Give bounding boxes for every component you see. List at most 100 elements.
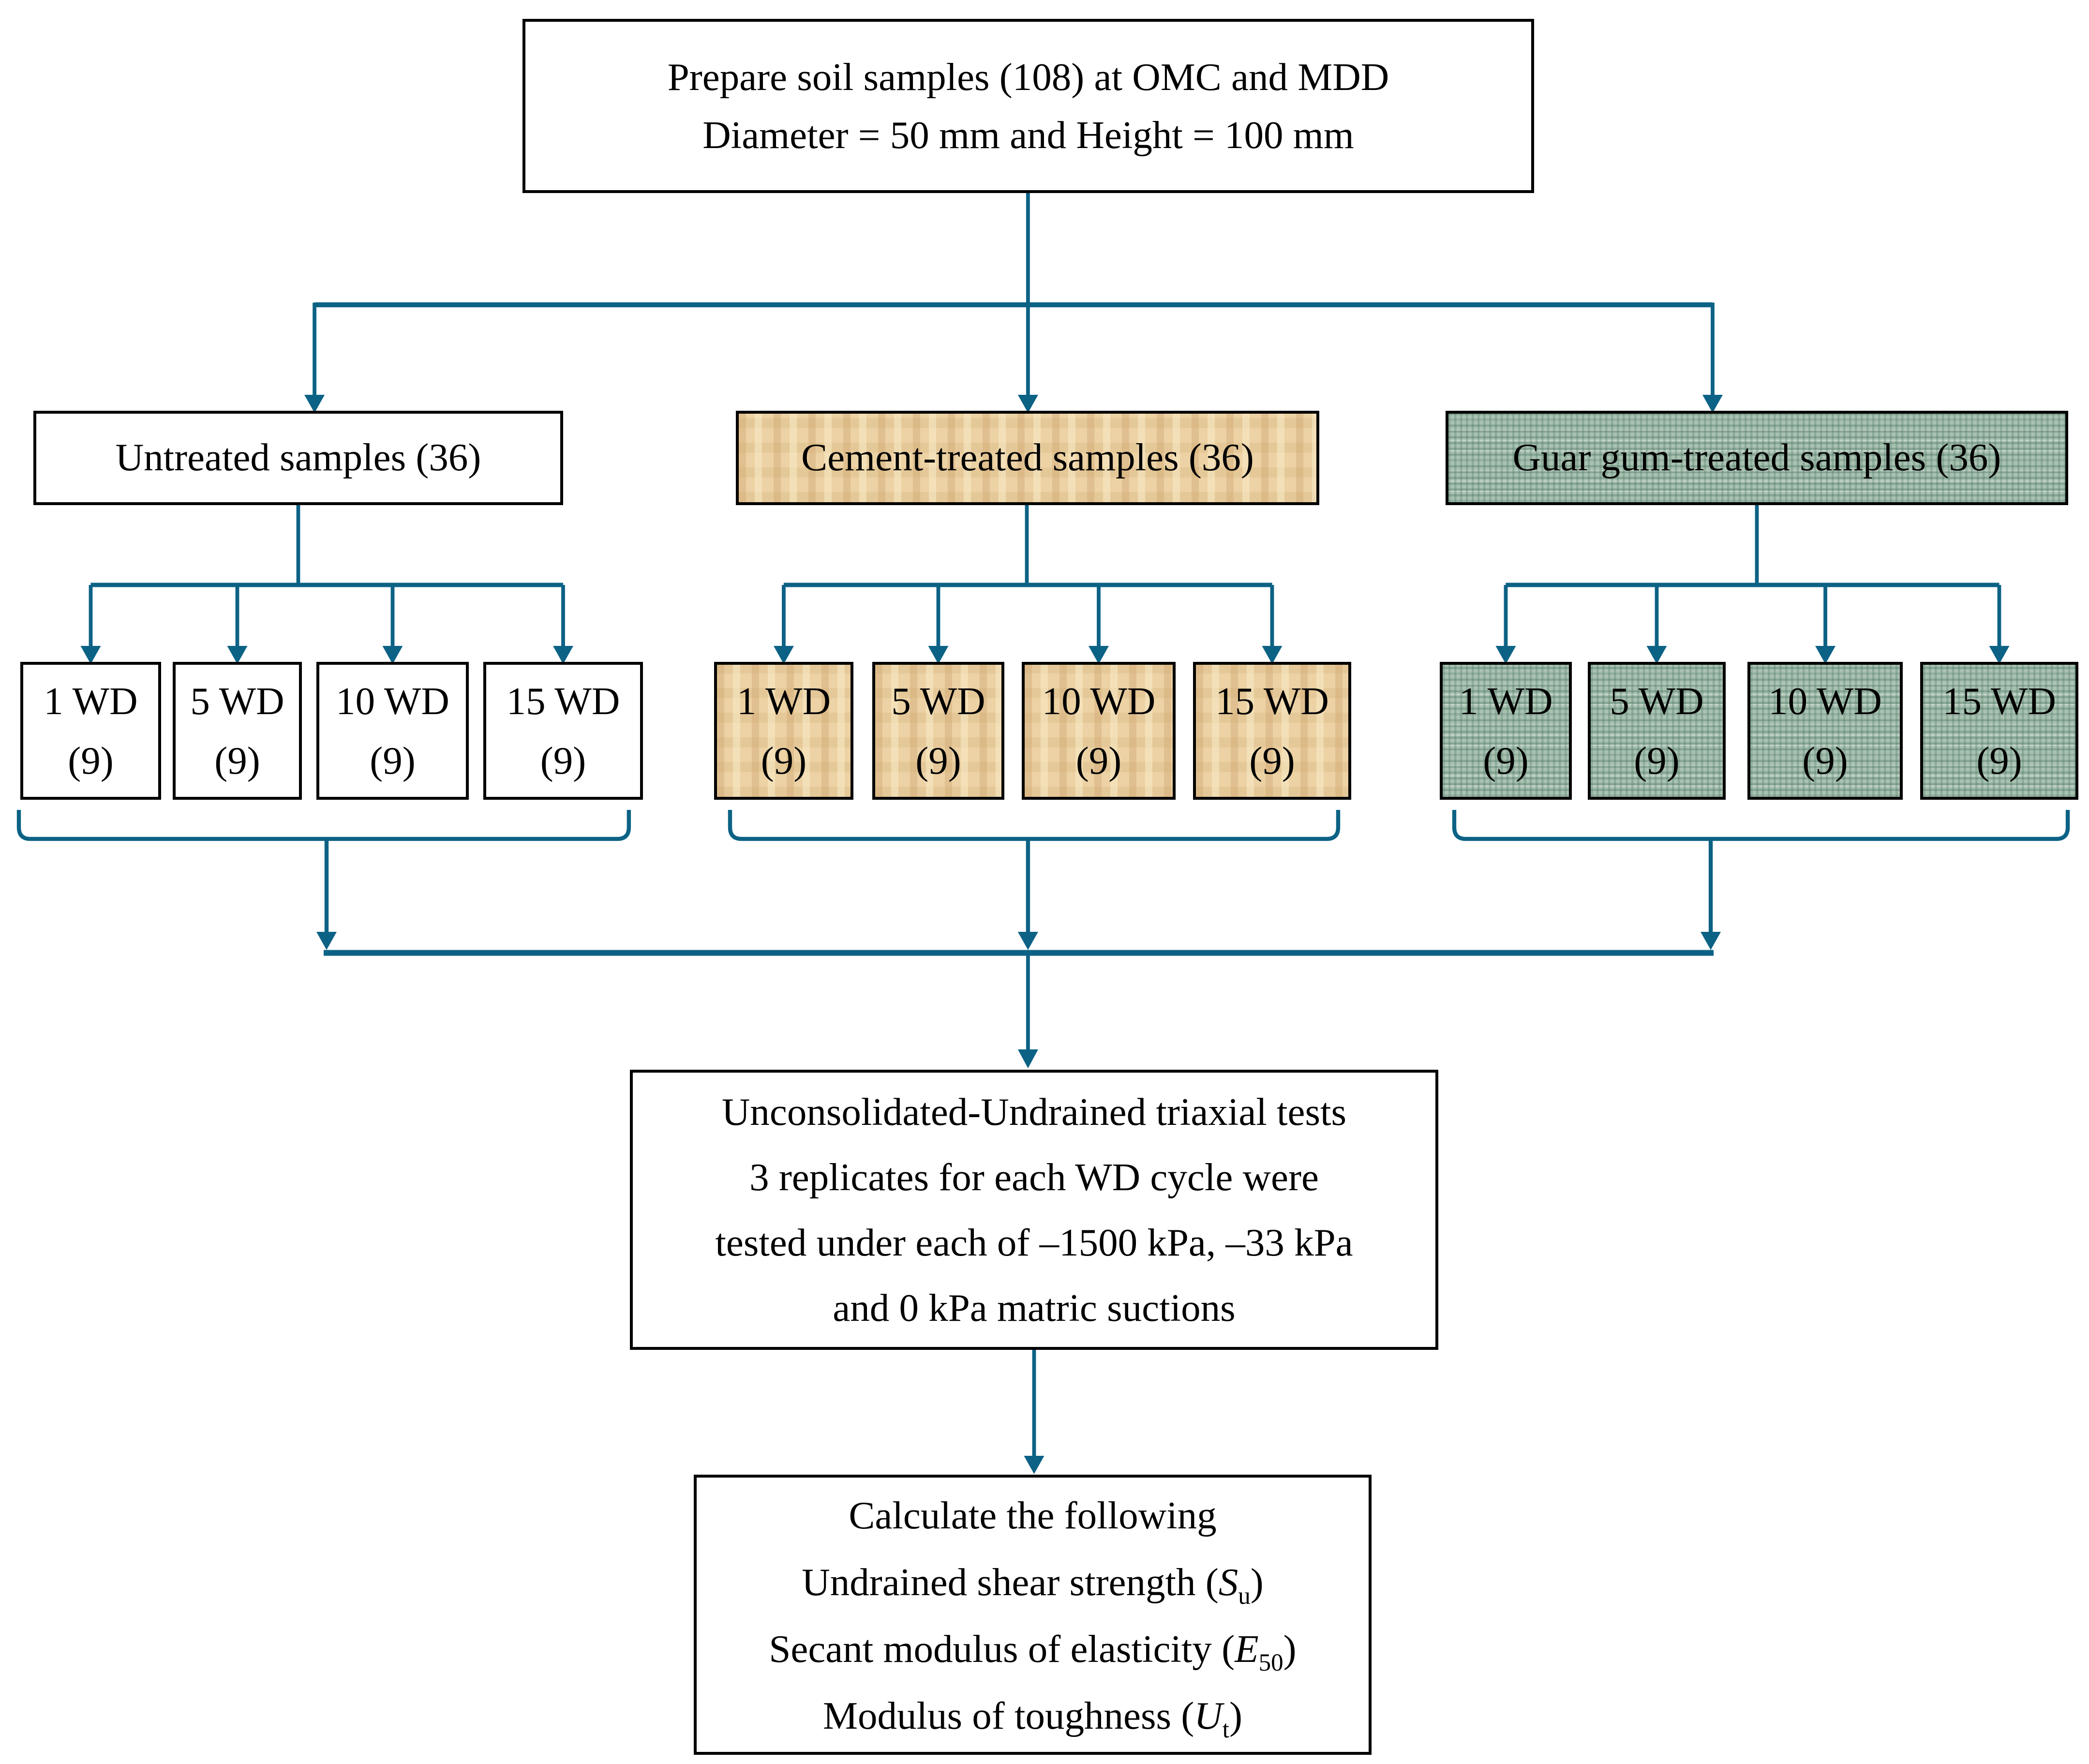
cement-1wd-box: 1 WD (9) [714, 662, 853, 800]
calc-item-text: Undrained shear strength ( [802, 1559, 1219, 1603]
collect-connector [323, 950, 1714, 1068]
down-arrow [1017, 931, 1038, 950]
wd-cycles-label: 5 WD [891, 678, 985, 722]
calc-item-text: ) [1229, 1693, 1242, 1737]
wd-cycles-label: 1 WD [44, 678, 138, 722]
untreated-samples-box: Untreated samples (36) [33, 411, 563, 505]
down-arrow [928, 645, 949, 664]
calculate-title: Calculate the following [849, 1493, 1217, 1537]
down-arrow [773, 645, 794, 664]
untreated-bracket [16, 809, 631, 950]
bracket-line [728, 809, 1341, 841]
wd-count-label: (9) [1249, 739, 1295, 782]
down-arrow [316, 931, 337, 950]
wd-cycles-label: 10 WD [1042, 678, 1156, 722]
down-arrow [382, 645, 403, 664]
calculate-item-e50: Secant modulus of elasticity (E50) [769, 1615, 1296, 1682]
bracket-line [1452, 809, 2070, 841]
triaxial-line2: 3 replicates for each WD cycle were [749, 1154, 1319, 1198]
down-arrow [1017, 394, 1038, 413]
wd-cycles-label: 15 WD [1942, 678, 2056, 722]
wd-count-label: (9) [214, 739, 260, 782]
down-arrow [1017, 1049, 1038, 1068]
down-arrow [1024, 1455, 1044, 1474]
wd-cycles-label: 15 WD [1215, 678, 1329, 722]
guar-1wd-box: 1 WD (9) [1440, 662, 1572, 800]
guar-split-connector [1495, 505, 2010, 664]
wd-cycles-label: 5 WD [190, 678, 284, 722]
down-arrow [1989, 645, 2010, 664]
calc-item-text: ) [1283, 1626, 1297, 1670]
cement-5wd-box: 5 WD (9) [872, 662, 1004, 800]
cement-10wd-box: 10 WD (9) [1022, 662, 1176, 800]
calculate-item-ut: Modulus of toughness (Ut) [823, 1682, 1242, 1749]
calc-item-subscript: 50 [1258, 1648, 1283, 1676]
calc-item-variable: S [1218, 1559, 1238, 1603]
wd-count-label: (9) [1075, 739, 1122, 782]
guar-10wd-box: 10 WD (9) [1747, 662, 1903, 800]
prepare-samples-box: Prepare soil samples (108) at OMC and MD… [522, 19, 1534, 193]
triaxial-line4: and 0 kPa matric suctions [833, 1285, 1236, 1329]
cement-bracket [728, 809, 1341, 950]
down-arrow [552, 645, 573, 664]
guar-15wd-box: 15 WD (9) [1920, 662, 2078, 800]
untreated-5wd-box: 5 WD (9) [173, 662, 302, 800]
prepare-samples-line2: Diameter = 50 mm and Height = 100 mm [702, 113, 1354, 157]
wd-count-label: (9) [1483, 739, 1529, 782]
wd-cycles-label: 1 WD [1459, 678, 1553, 722]
down-arrow [227, 645, 248, 664]
calculate-box: Calculate the following Undrained shear … [694, 1475, 1372, 1755]
cement-15wd-box: 15 WD (9) [1193, 662, 1351, 800]
wd-cycles-label: 10 WD [1768, 678, 1882, 722]
wd-count-label: (9) [915, 739, 961, 782]
calc-item-text: Modulus of toughness ( [823, 1693, 1194, 1737]
untreated-15wd-box: 15 WD (9) [483, 662, 643, 800]
cement-treated-samples-box: Cement-treated samples (36) [736, 411, 1319, 505]
calculate-item-su: Undrained shear strength (Su) [802, 1548, 1263, 1615]
prepare-samples-line1: Prepare soil samples (108) at OMC and MD… [667, 55, 1389, 99]
wd-count-label: (9) [761, 739, 807, 782]
bracket-line [16, 809, 631, 841]
calc-item-text: ) [1250, 1559, 1264, 1603]
triaxial-line3: tested under each of –1500 kPa, –33 kPa [715, 1220, 1353, 1264]
down-arrow [1815, 645, 1836, 664]
calc-item-text: Secant modulus of elasticity ( [769, 1626, 1235, 1670]
calc-item-variable: E [1235, 1626, 1259, 1670]
top-split-connector [304, 193, 1723, 413]
calc-item-subscript: u [1238, 1581, 1251, 1609]
wd-count-label: (9) [540, 739, 586, 782]
wd-cycles-label: 5 WD [1610, 678, 1704, 722]
down-arrow [304, 394, 325, 413]
wd-cycles-label: 15 WD [506, 678, 620, 722]
wd-cycles-label: 10 WD [336, 678, 449, 722]
wd-count-label: (9) [68, 739, 114, 782]
untreated-1wd-box: 1 WD (9) [20, 662, 161, 800]
down-arrow [1262, 645, 1283, 664]
untreated-10wd-box: 10 WD (9) [316, 662, 469, 800]
wd-count-label: (9) [1976, 739, 2022, 782]
untreated-split-connector [80, 505, 573, 664]
down-arrow [80, 645, 101, 664]
guar-bracket [1452, 809, 2070, 950]
triaxial-tests-box: Unconsolidated-Undrained triaxial tests … [630, 1070, 1438, 1350]
guar-gum-treated-samples-label: Guar gum-treated samples (36) [1512, 435, 2001, 479]
down-arrow [1701, 931, 1721, 950]
cement-split-connector [773, 505, 1283, 664]
wd-count-label: (9) [1634, 739, 1680, 782]
triaxial-line1: Unconsolidated-Undrained triaxial tests [721, 1089, 1347, 1133]
wd-count-label: (9) [370, 739, 416, 782]
wd-count-label: (9) [1802, 739, 1848, 782]
down-arrow [1646, 645, 1667, 664]
calc-item-variable: U [1194, 1693, 1223, 1737]
calc-item-subscript: t [1222, 1715, 1229, 1743]
down-arrow [1088, 645, 1109, 664]
down-arrow [1702, 394, 1723, 413]
guar-5wd-box: 5 WD (9) [1588, 662, 1726, 800]
wd-cycles-label: 1 WD [736, 678, 831, 722]
triaxial-to-calc-connector [1024, 1349, 1044, 1474]
cement-treated-samples-label: Cement-treated samples (36) [801, 435, 1254, 479]
down-arrow [1495, 645, 1516, 664]
guar-gum-treated-samples-box: Guar gum-treated samples (36) [1446, 411, 2068, 505]
